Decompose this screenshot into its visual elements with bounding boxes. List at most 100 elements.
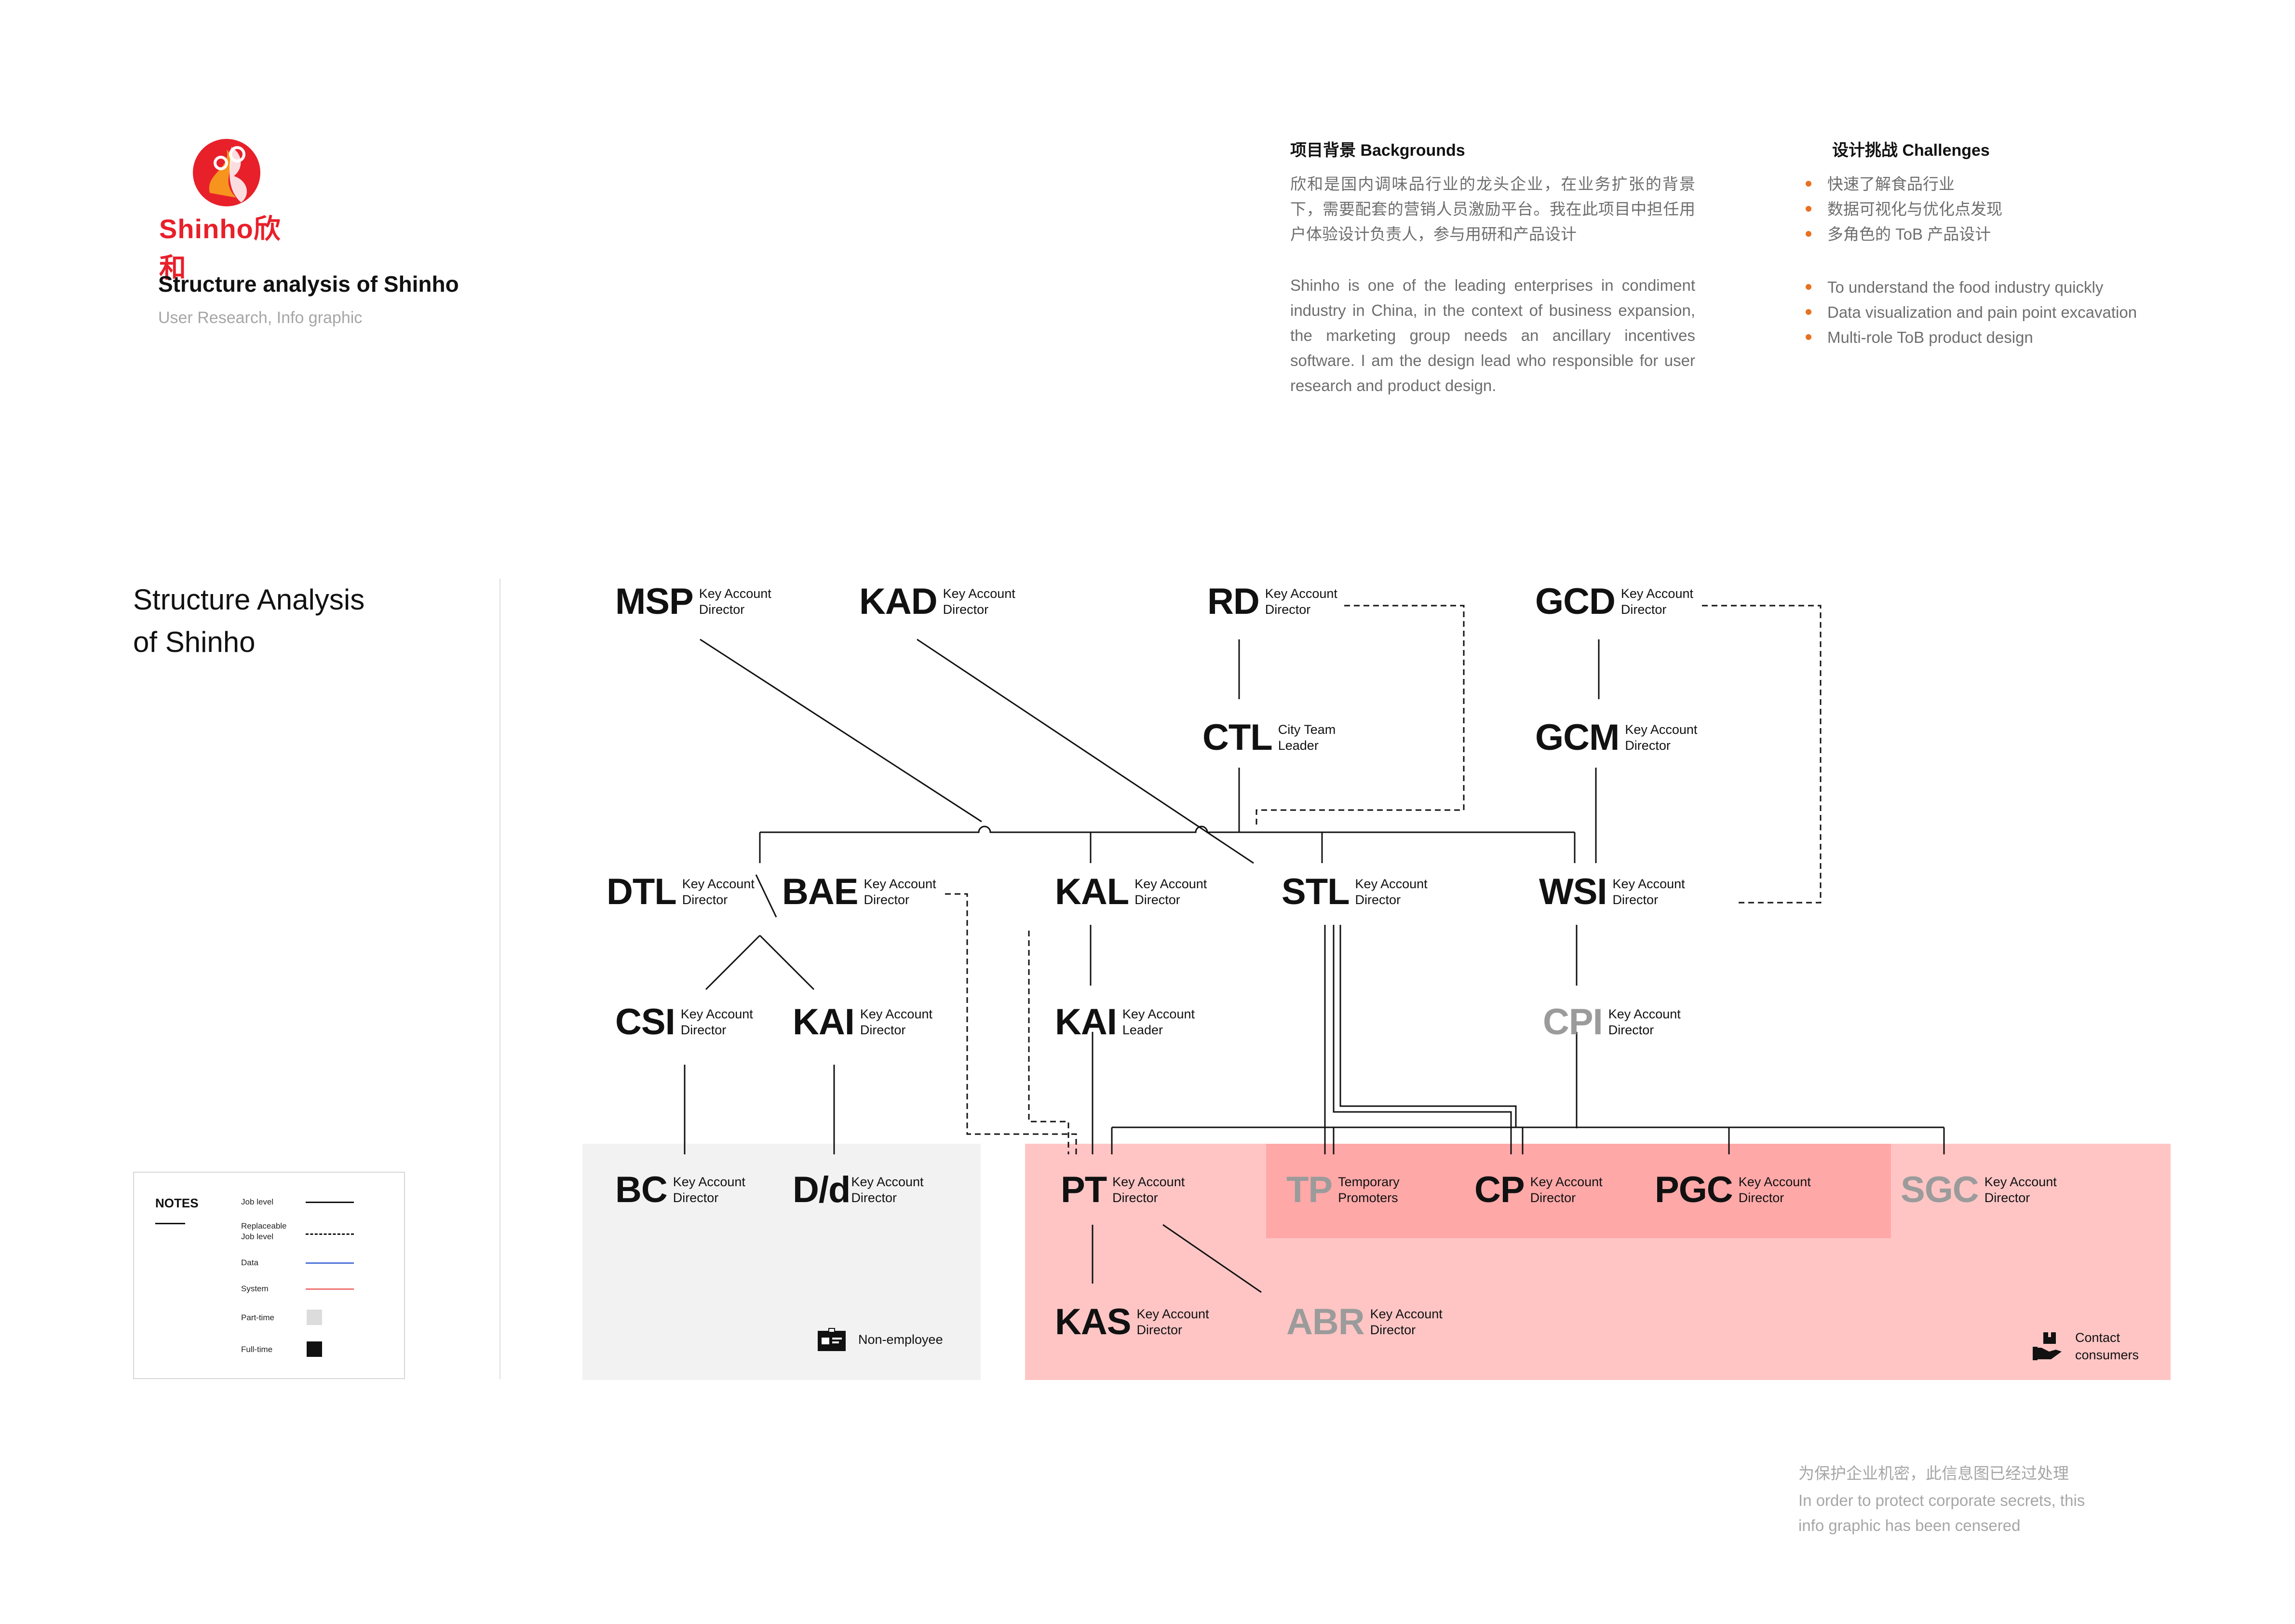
node-desc: Key Account Director [864,877,936,907]
node-abbr: CSI [615,1001,675,1042]
project-title: Structure analysis of Shinho [158,271,459,297]
node-desc: Key Account Director [680,1007,753,1037]
legend-swatch-full-time [307,1341,322,1357]
node-abbr: PGC [1655,1169,1733,1210]
challenges-list-cn: 快速了解食品行业 数据可视化与优化点发现 多角色的 ToB 产品设计 [1803,172,2002,247]
node-desc: Key Account Director [860,1007,932,1037]
node-desc: Key Account Director [673,1175,745,1205]
background-paragraph-cn: 欣和是国内调味品行业的龙头企业，在业务扩张的背景下，需要配套的营销人员激励平台。… [1290,175,1695,243]
legend-label-job-level: Job level [241,1197,274,1206]
background-paragraph-en: Shinho is one of the leading enterprises… [1290,276,1695,394]
node-desc: Key Account Director [1112,1175,1185,1205]
legend-swatch-data [306,1262,354,1264]
node-desc: Temporary Promoters [1338,1175,1400,1205]
hand-box-icon [2033,1332,2062,1360]
challenge-item: Multi-role ToB product design [1803,325,2137,350]
challenge-item: 数据可视化与优化点发现 [1803,197,2002,222]
background-heading: 项目背景 Backgrounds [1290,141,1465,160]
footnote-en: In order to protect corporate secrets, t… [1798,1491,2085,1534]
node-desc: Key Account Director [1984,1175,2057,1205]
node-abbr: MSP [615,581,694,622]
node-abbr: BC [615,1169,668,1210]
challenge-item: 快速了解食品行业 [1803,172,2002,197]
node-desc: Key Account Director [1530,1175,1603,1205]
challenge-item: 多角色的 ToB 产品设计 [1803,222,2002,247]
notes-title: NOTES [155,1196,199,1210]
legend-label-system: System [241,1284,269,1293]
node-desc: Key Account Director [943,586,1015,617]
node-desc: Key Account Director [1612,877,1685,907]
node-desc: Key Account Director [699,586,771,617]
challenge-item: To understand the food industry quickly [1803,275,2137,300]
legend-swatch-dashed [306,1233,354,1235]
non-employee-badge: Non-employee [817,1327,943,1352]
notes-title-underline [155,1223,185,1224]
node-abbr: KAD [859,581,938,622]
node-abbr: DTL [607,871,677,912]
id-card-icon [818,1328,846,1351]
node-abbr: GCM [1535,717,1620,758]
node-desc: Key Account Leader [1122,1007,1195,1037]
node-abbr: CPI [1543,1001,1603,1042]
node-abbr: KAS [1055,1301,1131,1342]
node-abbr: D/d [793,1169,850,1210]
node-desc: Key Account Director [682,877,755,907]
legend-label-replaceable: Replaceable Job level [241,1221,287,1241]
node-desc: Key Account Director [1738,1175,1811,1205]
node-abbr: RD [1207,581,1260,622]
node-desc: Key Account Director [1136,1307,1209,1337]
node-abbr: KAL [1055,871,1129,912]
logo: Shinho欣和 [159,135,299,283]
node-desc: Key Account Director [1370,1307,1443,1337]
node-abbr: CTL [1202,717,1273,758]
challenges-list-en: To understand the food industry quickly … [1803,275,2137,350]
project-subtitle: User Research, Info graphic [158,309,363,327]
node-desc: City Team Leader [1278,722,1336,753]
node-desc: Key Account Director [1620,586,1693,617]
challenge-item: Data visualization and pain point excava… [1803,300,2137,325]
node-desc: Key Account Director [1265,586,1337,617]
node-abbr: ABR [1286,1301,1365,1342]
legend-swatch-part-time [307,1310,322,1325]
legend-label-part-time: Part-time [241,1313,274,1322]
node-abbr: KAI [1055,1001,1117,1042]
node-desc: Key Account Director [1625,722,1698,753]
node-desc: Key Account Director [851,1175,924,1205]
footnote-cn: 为保护企业机密，此信息图已经过处理 [1798,1464,2069,1482]
legend-label-full-time: Full-time [241,1345,273,1354]
node-abbr: CP [1474,1169,1525,1210]
node-desc: Key Account Director [1134,877,1207,907]
legend-swatch-solid [306,1202,354,1203]
non-employee-label: Non-employee [858,1332,943,1347]
notes-legend: NOTES Job level Replaceable Job level Da… [133,1172,405,1379]
promoter-highlight-region [1266,1144,1891,1238]
contact-consumers-label: Contact consumers [2075,1330,2139,1362]
node-abbr: GCD [1535,581,1616,622]
node-abbr: STL [1282,871,1350,912]
node-abbr: KAI [793,1001,855,1042]
logo-text: Shinho欣和 [159,214,281,283]
node-abbr: BAE [782,871,858,912]
